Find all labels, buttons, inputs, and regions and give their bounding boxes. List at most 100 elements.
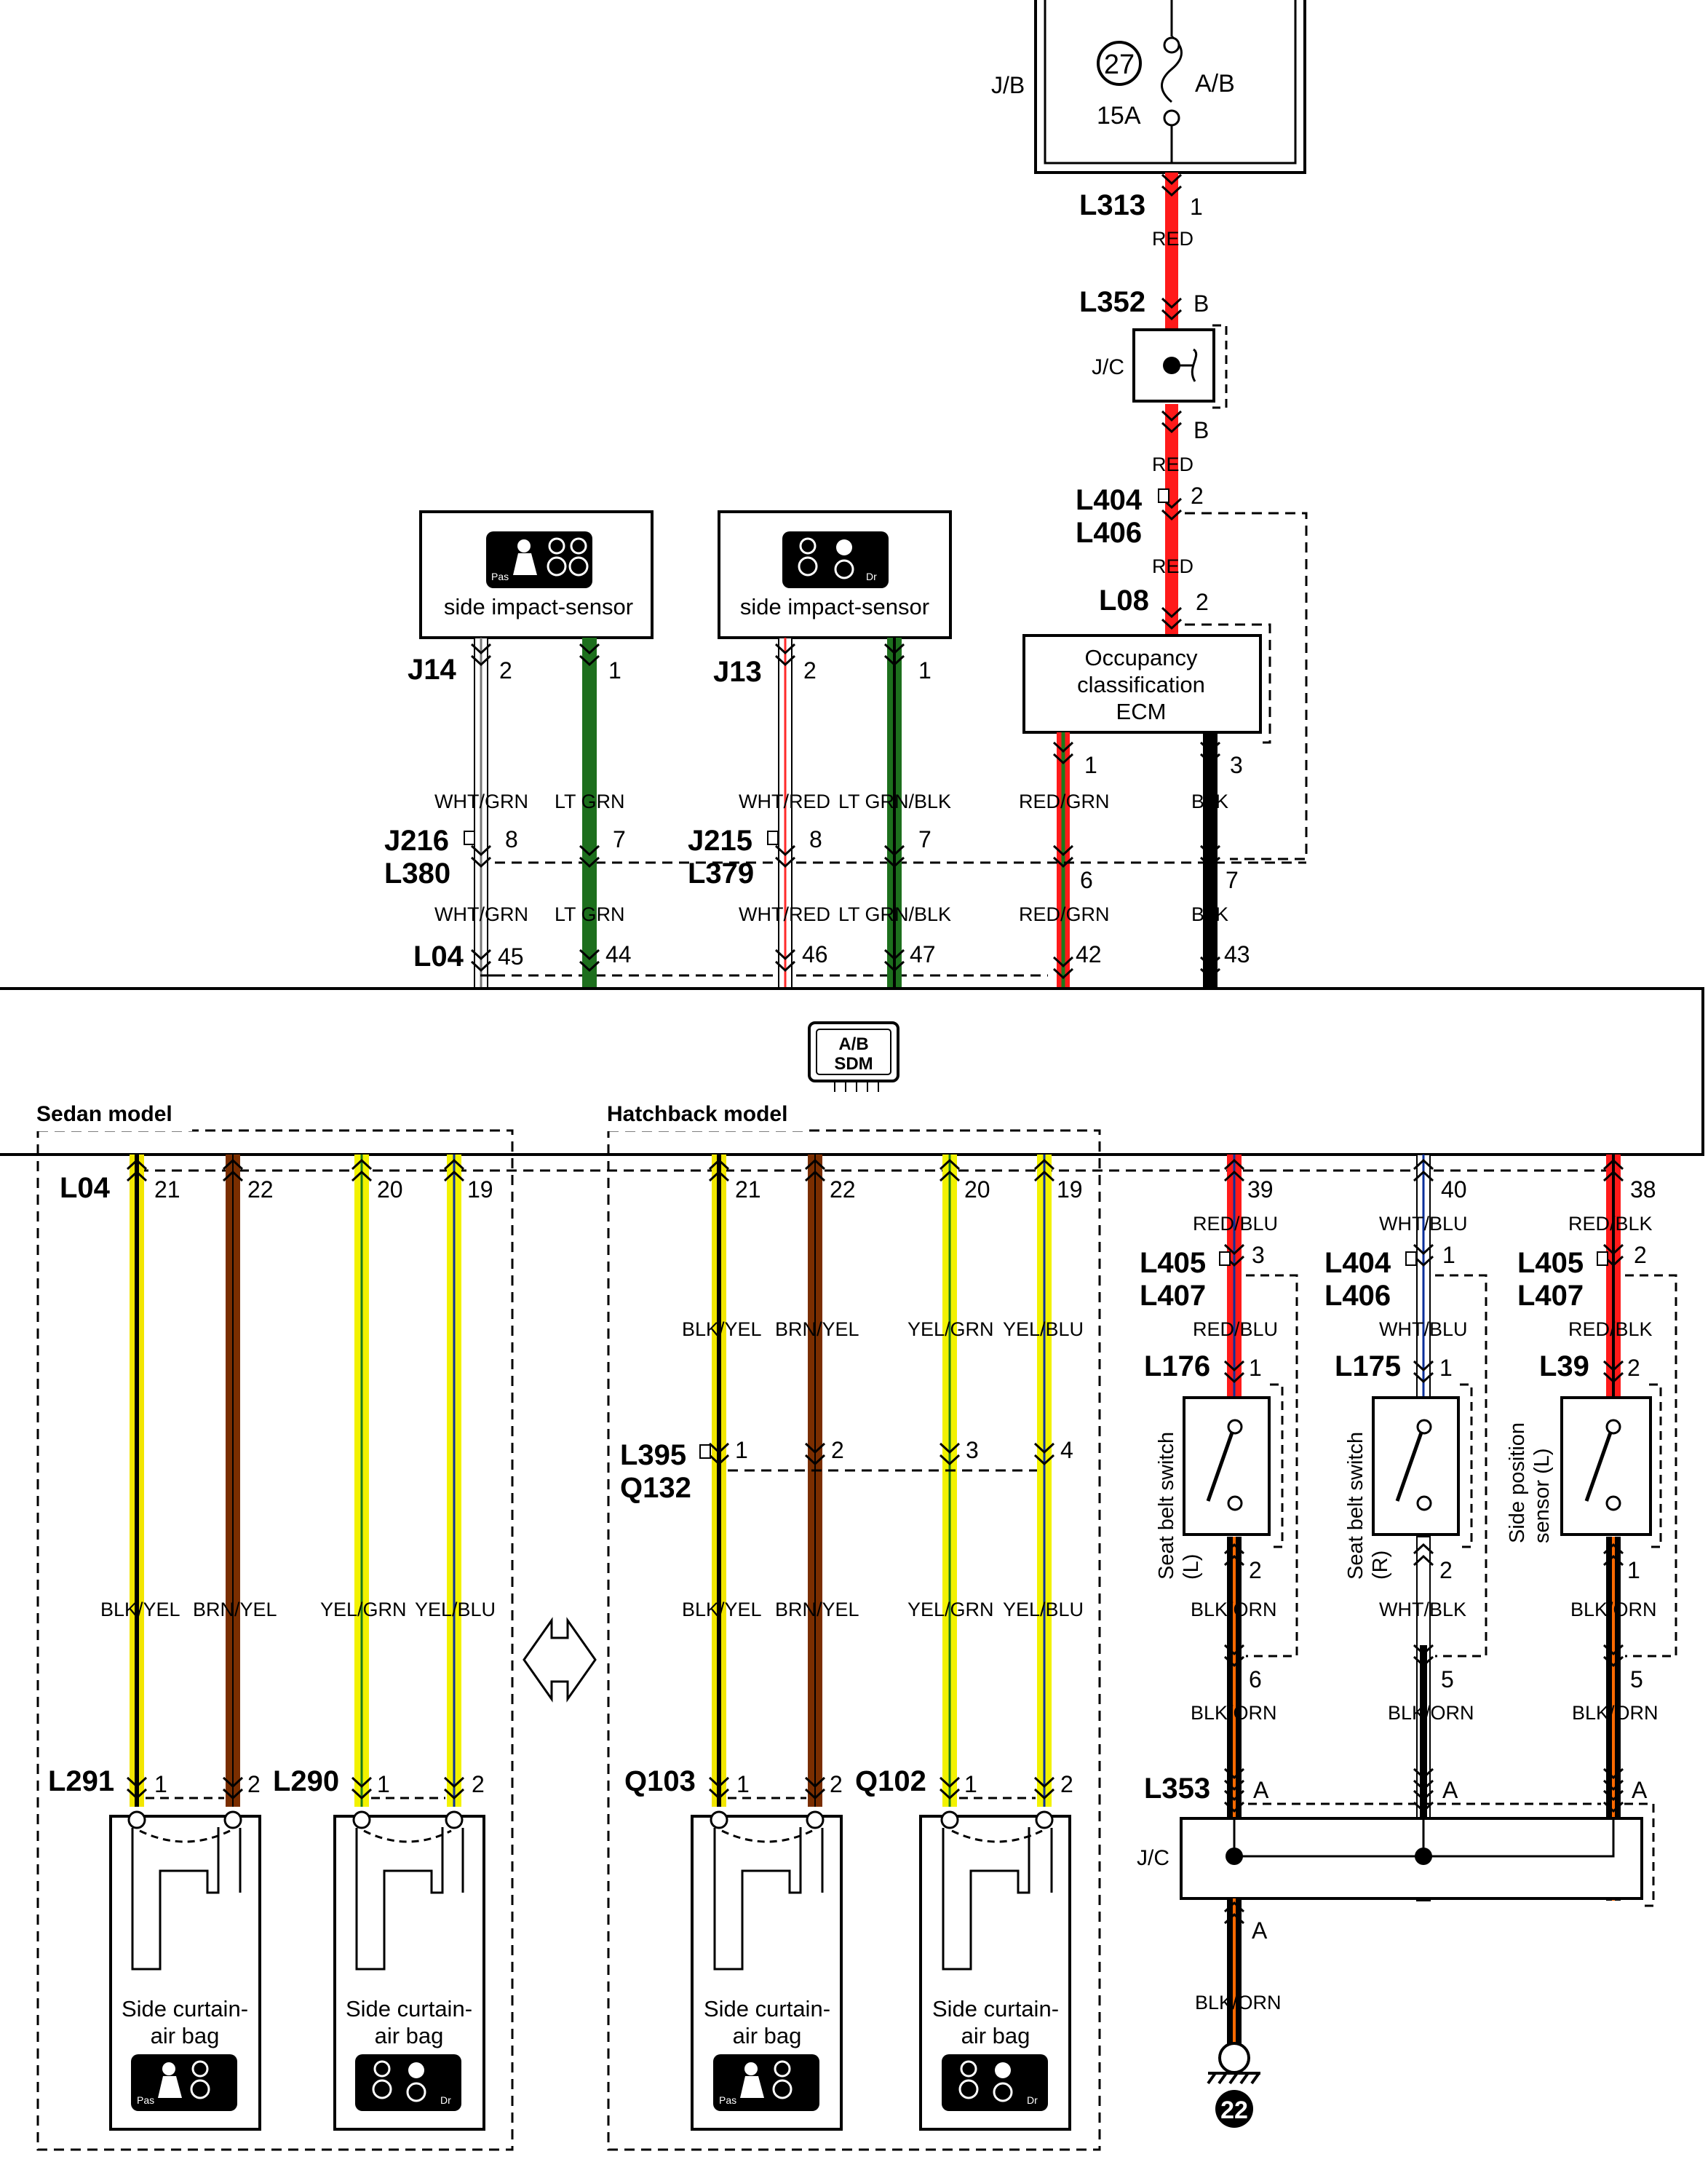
occupancy-classification-ecm: Occupancy classification ECM (1022, 634, 1262, 734)
wire-color-label: BLK (1191, 791, 1228, 812)
switch-label: Seat belt switch (1344, 1432, 1367, 1580)
wire-color-label: WHT/BLU (1379, 1213, 1468, 1235)
pin-label: 7 (918, 826, 932, 852)
driver-airbag-icon: Dr (782, 531, 889, 588)
pin-label: 4 (1060, 1437, 1073, 1463)
connector-l290: L290 (273, 1765, 339, 1797)
pin-label: 20 (964, 1176, 990, 1203)
connector-j216: J216 (384, 825, 449, 857)
wire-color-label: RED (1152, 228, 1193, 250)
hatchback-model-section: Hatchback model 21 22 20 19 BLK/YEL BRN/… (603, 1102, 1101, 2151)
switch-contact-icon (1395, 1432, 1423, 1502)
side-curtain-airbag-pas: Side curtain- air bag Pas (109, 1810, 261, 2131)
svg-text:Dr: Dr (866, 571, 877, 582)
pin-label: 21 (735, 1176, 761, 1203)
pin-label: 39 (1247, 1176, 1274, 1203)
seat-belt-switch-right-circuit: 40 WHT/BLU L404 L406 1 WHT/BLU L175 1 Se… (1324, 1154, 1487, 1901)
sensor-dr-wires: J13 2 1 WHT/RED LT GRN/BLK J215 L379 8 7… (688, 637, 951, 989)
pin-label: 2 (1191, 483, 1204, 509)
side-position-sensor-circuit: 38 RED/BLK L405 L407 2 RED/BLK L39 2 Sid… (1506, 1155, 1677, 1901)
connector-j215: J215 (688, 825, 752, 857)
pin-label: 1 (154, 1771, 167, 1797)
pin-label: 8 (505, 826, 518, 852)
pin-label: 19 (1057, 1176, 1083, 1203)
pin-label: B (1193, 290, 1209, 317)
pin-label: 1 (1249, 1355, 1262, 1381)
pin-label: 1 (735, 1437, 748, 1463)
pin-label: 44 (605, 941, 632, 967)
connector-j13: J13 (713, 656, 762, 688)
wire-color-label: RED/BLU (1193, 1213, 1278, 1235)
pin-label: 2 (830, 1771, 843, 1797)
fuse-number-circle (1097, 41, 1142, 86)
wire-color-label: BLK/YEL (682, 1318, 762, 1340)
wire-color-label: YEL/GRN (320, 1599, 407, 1620)
airbag-label: air bag (733, 2023, 802, 2048)
wire-color-label: BLK/ORN (1572, 1702, 1659, 1724)
ground-number-circle (1215, 2090, 1253, 2128)
ecm-wire-red-grn: 1 RED/GRN 6 RED/GRN 42 (1019, 732, 1110, 989)
pin-label: 5 (1441, 1666, 1454, 1692)
pin-label: 1 (1627, 1557, 1640, 1583)
pin-label: 3 (1252, 1242, 1265, 1268)
ecm-label-2: classification (1077, 672, 1205, 697)
passenger-airbag-icon (713, 2054, 819, 2111)
ground-number: 22 (1220, 2096, 1248, 2124)
junction-block: J/B 27 15A A/B (991, 0, 1306, 174)
wire-color-label: WHT/GRN (434, 903, 528, 925)
seat-belt-switch-left-circuit: 39 RED/BLU L405 L407 3 RED/BLU L176 1 Se… (1140, 1155, 1298, 1901)
ground-joint-connector: L353 A A A J/C A BLK/ORN 22 (1137, 1773, 1655, 2128)
passenger-airbag-icon (131, 2054, 237, 2111)
wire-color-label: BRN/YEL (775, 1599, 859, 1620)
airbag-label: Side curtain- (932, 1996, 1059, 2022)
connector-l407: L407 (1140, 1280, 1206, 1312)
connector-l39: L39 (1539, 1350, 1589, 1382)
hatchback-title: Hatchback model (607, 1102, 787, 1126)
wire-color-label: LT GRN/BLK (838, 791, 951, 812)
pin-label: 3 (1230, 752, 1243, 778)
pin-label: 43 (1224, 941, 1250, 967)
double-arrow-icon (523, 1617, 597, 1703)
wire-color-label: BLK (1191, 903, 1228, 925)
sdm-label-1: A/B (838, 1034, 868, 1054)
wire-color-label: RED/GRN (1019, 791, 1110, 812)
sedan-title: Sedan model (36, 1102, 172, 1126)
wire-color-label: WHT/GRN (434, 791, 528, 812)
pin-label: 21 (154, 1176, 180, 1203)
wire-color-label: BLK/ORN (1570, 1599, 1657, 1620)
svg-text:Pas: Pas (719, 2094, 736, 2106)
sdm-icon (808, 1021, 899, 1082)
side-curtain-airbag-dr: Side curtain- air bag Dr (333, 1810, 485, 2131)
sdm-module: A/B SDM (0, 987, 1704, 1156)
sensor-label: side impact-sensor (444, 594, 633, 619)
wire-color-label: YEL/GRN (907, 1318, 994, 1340)
pin-label: 2 (1249, 1557, 1262, 1583)
pin-label: 5 (1630, 1666, 1643, 1692)
sensor-pas-wires: J14 2 1 WHT/GRN LT GRN J216 L380 8 7 WHT… (384, 637, 632, 989)
connector-l395: L395 (620, 1439, 686, 1471)
pin-label: A (1632, 1777, 1648, 1803)
pin-label: 1 (608, 657, 621, 684)
pin-label: 46 (802, 941, 828, 967)
jc-label: J/C (1092, 355, 1124, 379)
pin-label: 2 (499, 657, 512, 684)
connector-l405: L405 (1517, 1247, 1584, 1279)
seat-belt-switch-left (1183, 1396, 1271, 1536)
switch-label: (R) (1369, 1551, 1392, 1580)
power-feed-wire: L313 1 RED L352 B J/C B RED L404 L406 2 … (1076, 173, 1308, 860)
pin-label: 1 (918, 657, 932, 684)
wire-color-label: WHT/BLK (1379, 1599, 1466, 1620)
wire-color-label: RED/GRN (1019, 903, 1110, 925)
switch-contact-icon (1584, 1432, 1613, 1502)
switch-label: Seat belt switch (1155, 1432, 1178, 1580)
wire-color-label: RED/BLK (1568, 1213, 1653, 1235)
connector-q103: Q103 (624, 1765, 696, 1797)
svg-text:Pas: Pas (491, 571, 509, 582)
pin-label: 1 (736, 1771, 750, 1797)
pin-label: B (1193, 417, 1209, 443)
pin-label: 3 (966, 1437, 979, 1463)
pin-label: 47 (910, 941, 936, 967)
pin-label: 2 (1439, 1557, 1453, 1583)
pin-label: 6 (1249, 1666, 1262, 1692)
connector-l406: L406 (1076, 517, 1142, 549)
